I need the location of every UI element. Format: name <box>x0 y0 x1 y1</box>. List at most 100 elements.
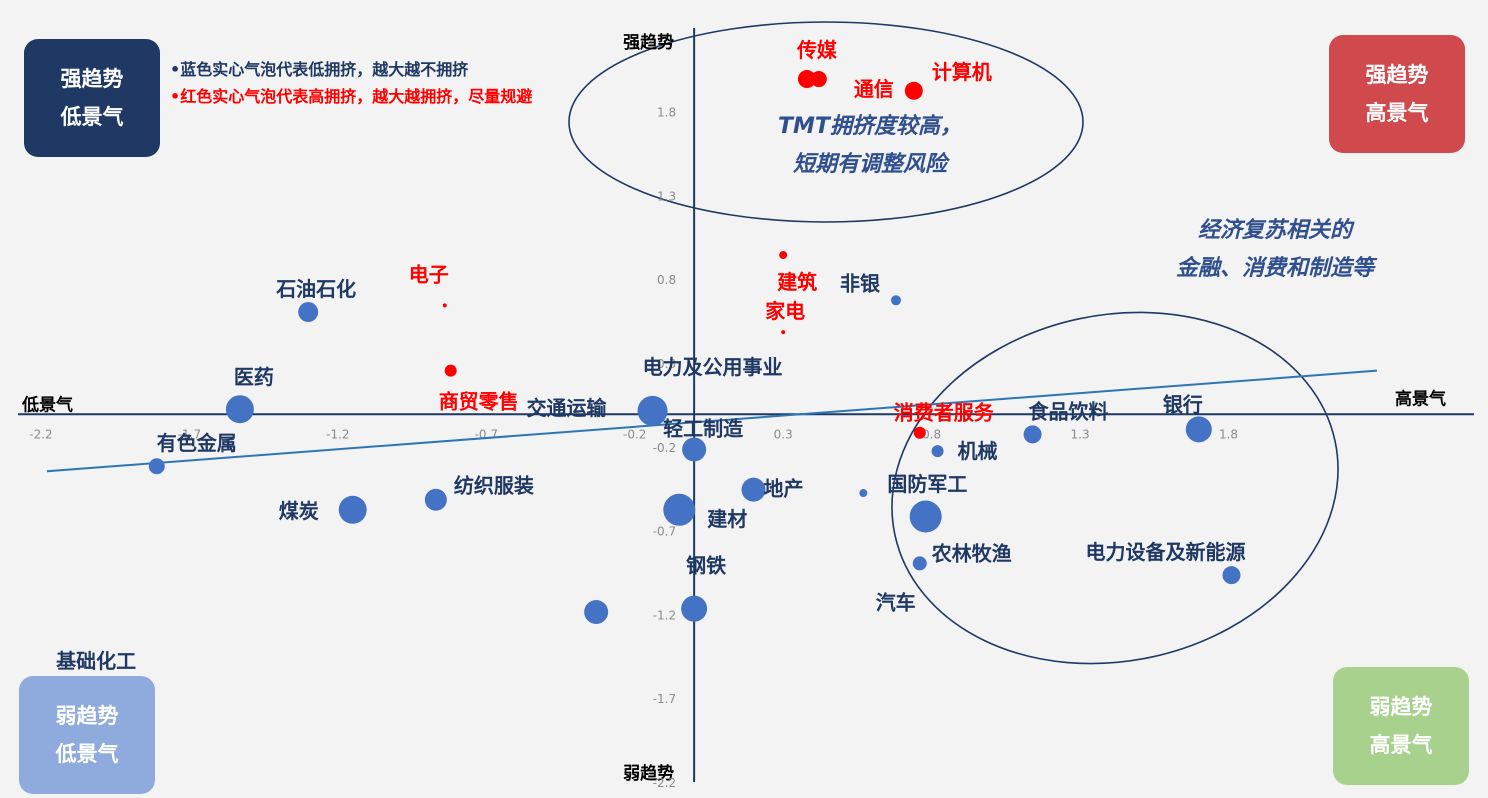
point-label: 消费者服务 <box>894 401 995 425</box>
bubble-point <box>148 458 165 475</box>
quadrant-bottom-left-box: 弱趋势 低景气 <box>19 676 155 794</box>
x-axis-label-left: 低景气 <box>21 394 73 415</box>
bubble-point <box>298 302 319 323</box>
x-tick-label: 0.8 <box>922 427 941 441</box>
bubble-point <box>637 395 668 426</box>
y-tick-label: 0.8 <box>657 273 676 287</box>
point-label: 电子 <box>409 262 449 286</box>
x-tick-label: -1.7 <box>178 427 201 441</box>
bubble-point <box>1023 425 1042 444</box>
bubble-point <box>442 303 447 308</box>
quadrant-top-left-box: 强趋势 低景气 <box>24 39 160 157</box>
point-label: 煤炭 <box>279 499 319 523</box>
y-tick-label: -1.2 <box>653 608 676 622</box>
point-label: 家电 <box>765 299 805 323</box>
y-tick-label: -0.7 <box>653 525 676 539</box>
bubble-point <box>663 493 696 526</box>
bubble-point <box>891 295 901 306</box>
quadrant-top-left-line1: 强趋势 <box>60 67 124 91</box>
quadrant-top-left-line2: 低景气 <box>60 105 124 129</box>
point-label: 非银 <box>840 271 881 295</box>
point-label: 钢铁 <box>686 554 726 578</box>
point-label: 传媒 <box>796 38 838 62</box>
point-label: 汽车 <box>876 591 916 615</box>
bubble-point <box>584 600 609 625</box>
quadrant-bottom-right-line2: 高景气 <box>1369 733 1433 757</box>
point-label: 银行 <box>1163 392 1203 416</box>
y-axis-label-top: 强趋势 <box>623 32 674 53</box>
point-label: 建材 <box>707 507 747 531</box>
bubble-point <box>904 81 923 100</box>
point-label: 电力及公用事业 <box>643 355 783 379</box>
bubble-point <box>682 437 707 462</box>
y-tick-label: 1.3 <box>657 189 676 203</box>
tmt-note-line1: TMT拥挤度较高， <box>778 114 962 139</box>
bubble-point <box>741 477 766 502</box>
quadrant-bottom-left-line1: 弱趋势 <box>55 704 119 728</box>
bubble-point <box>681 595 708 622</box>
bubble-point <box>225 395 254 424</box>
x-tick-label: -0.2 <box>623 427 646 441</box>
recovery-note: 经济复苏相关的 金融、消费和制造等 <box>1130 212 1420 288</box>
tmt-note-line2: 短期有调整风险 <box>792 152 947 177</box>
y-tick-label: 1.8 <box>657 106 676 120</box>
point-label: 医药 <box>234 365 274 389</box>
legend-red-text: •红色实心气泡代表高拥挤，越大越拥挤，尽量规避 <box>170 87 533 106</box>
point-label: 机械 <box>958 439 998 463</box>
bubble-point <box>781 330 786 335</box>
quadrant-top-right-box: 强趋势 高景气 <box>1329 35 1465 153</box>
point-label: 食品饮料 <box>1029 399 1109 423</box>
y-tick-label: -1.7 <box>653 692 676 706</box>
bubble-point <box>931 445 944 458</box>
y-tick-label: 0.3 <box>657 357 676 371</box>
point-label: 电力设备及新能源 <box>1085 540 1245 564</box>
recovery-note-line1: 经济复苏相关的 <box>1197 218 1352 243</box>
point-label: 地产 <box>764 477 804 501</box>
y-tick-label: -0.2 <box>653 441 676 455</box>
y-tick-label: -2.2 <box>653 776 676 790</box>
point-label: 纺织服装 <box>454 474 534 498</box>
bubble-point <box>912 556 927 571</box>
point-label: 轻工制造 <box>663 416 744 440</box>
bubble-point <box>859 489 868 498</box>
point-label: 基础化工 <box>56 649 136 673</box>
bubble-point <box>424 488 447 511</box>
y-axis-label-bottom: 弱趋势 <box>623 763 674 784</box>
legend-blue-text: •蓝色实心气泡代表低拥挤，越大越不拥挤 <box>170 60 469 79</box>
quadrant-bottom-right-box: 弱趋势 高景气 <box>1333 667 1469 785</box>
bubble-point <box>913 426 926 439</box>
bubble-legend: •蓝色实心气泡代表低拥挤，越大越不拥挤 •红色实心气泡代表高拥挤，越大越拥挤，尽… <box>170 56 532 110</box>
point-label: 建筑 <box>777 270 817 294</box>
x-tick-label: 1.8 <box>1219 427 1238 441</box>
recovery-ellipse <box>891 311 1339 665</box>
point-label: 通信 <box>854 77 894 101</box>
bubble-point <box>779 251 788 260</box>
quadrant-bottom-right-line1: 弱趋势 <box>1369 695 1433 719</box>
point-label: 商贸零售 <box>439 390 519 414</box>
x-tick-label: 1.3 <box>1071 427 1090 441</box>
bubble-point <box>444 364 457 377</box>
x-tick-label: -1.2 <box>326 427 349 441</box>
bubble-point <box>810 71 827 88</box>
point-label: 农林牧渔 <box>931 541 1012 565</box>
recovery-note-line2: 金融、消费和制造等 <box>1175 256 1374 281</box>
x-tick-label: 0.3 <box>774 427 793 441</box>
bubble-point <box>338 495 367 524</box>
bubble-point <box>1222 566 1241 585</box>
point-label: 石油石化 <box>275 277 356 301</box>
bubble-point <box>1185 416 1212 443</box>
bubble-point <box>909 500 942 533</box>
quadrant-top-right-line1: 强趋势 <box>1365 63 1429 87</box>
x-axis-label-right: 高景气 <box>1395 388 1446 409</box>
tmt-ellipse <box>568 21 1084 223</box>
point-label: 有色金属 <box>157 431 237 455</box>
point-label: 国防军工 <box>887 472 967 496</box>
x-tick-label: -2.2 <box>29 427 52 441</box>
tmt-note: TMT拥挤度较高， 短期有调整风险 <box>740 108 1000 184</box>
point-label: 交通运输 <box>527 396 608 420</box>
quadrant-top-right-line2: 高景气 <box>1365 101 1429 125</box>
trend-line <box>46 369 1378 473</box>
point-label: 计算机 <box>932 60 992 84</box>
bubble-point <box>797 70 816 89</box>
